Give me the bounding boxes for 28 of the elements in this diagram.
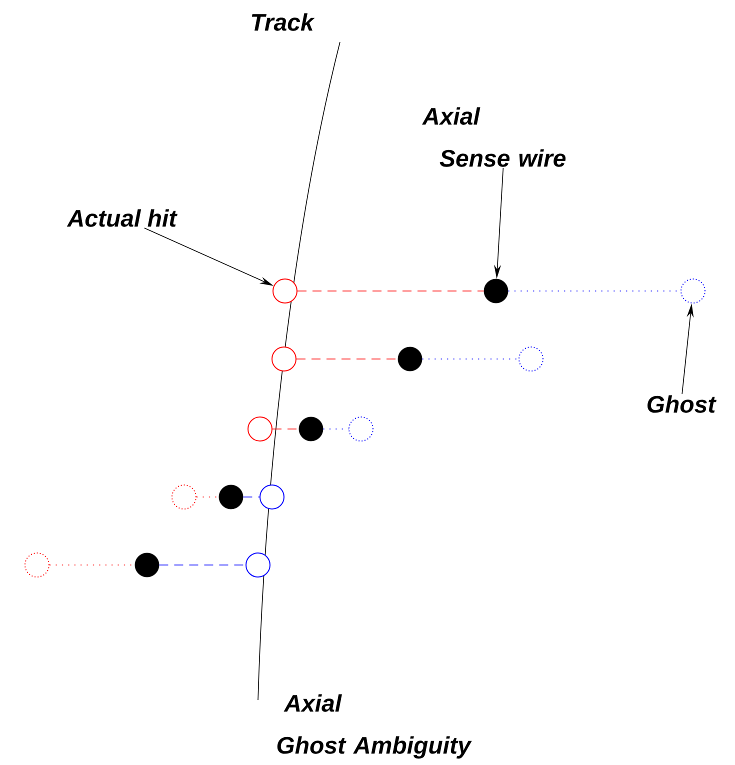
text-label: Ghost [648,395,716,413]
connector-line [296,358,398,360]
hit-circle [260,484,284,510]
hit-circle [24,552,50,578]
hit-circle [172,484,196,510]
connector-line [242,496,260,498]
connector-line [196,496,220,498]
connector-line [272,428,300,430]
text-label: Axial Sense wire [422,107,566,167]
connector-line [322,428,349,430]
caption: Axial Ghost Ambiguity [277,694,472,759]
track-label: Track [252,13,315,31]
text-label: Actual hit [66,209,178,227]
connector-line [297,290,484,292]
sense-wire-dot [398,346,422,372]
hit-circle [680,278,706,304]
connector-line [422,358,519,360]
hit-circle [348,416,374,442]
hit-circle [272,278,298,304]
hit-circle [248,416,272,442]
hit-circle [518,346,544,372]
hit-circle [246,552,270,578]
connector-line [158,564,246,566]
hit-circle [272,346,296,372]
sense-wire-dot [134,552,160,578]
sense-wire-dot [484,278,508,304]
sense-wire-dot [218,484,244,510]
sense-wire-dot [298,416,324,442]
